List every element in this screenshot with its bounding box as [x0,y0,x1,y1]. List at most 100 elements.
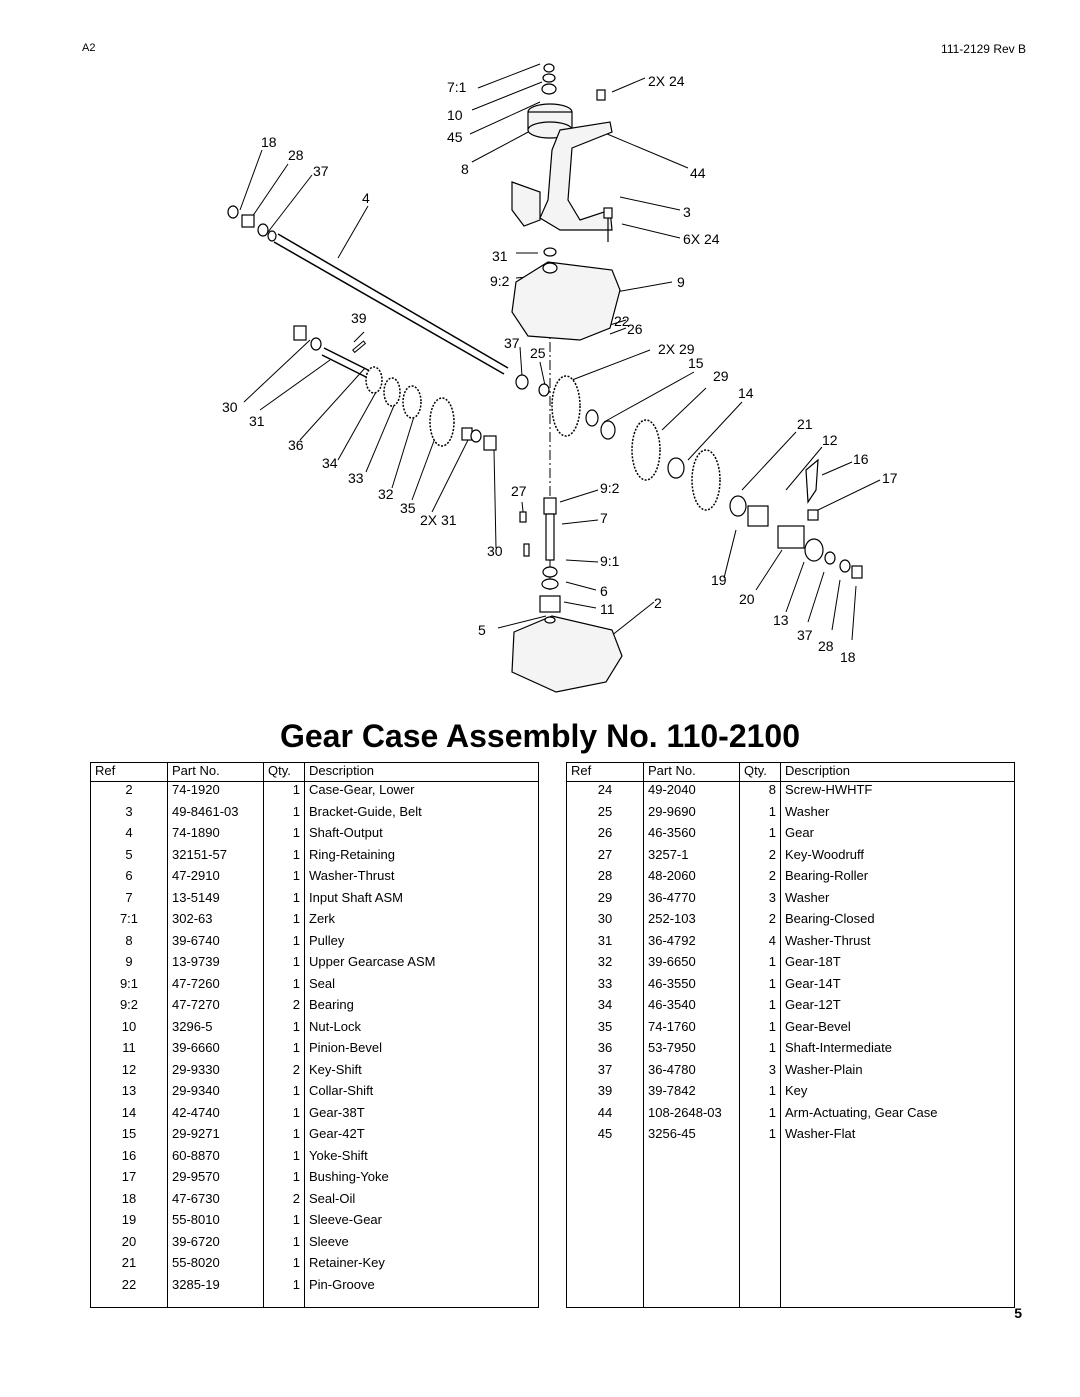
cell-ref: 9:1 [90,975,168,997]
cell-description: Gear-14T [780,975,1015,997]
cell-description: Washer-Thrust [780,932,1015,954]
cell-qty: 3 [739,889,781,911]
cell-qty: 1 [263,1040,305,1062]
cell-description: Pin-Groove [304,1276,539,1298]
cell-description: Collar-Shift [304,1083,539,1105]
cell-qty: 1 [263,1083,305,1105]
cell-part-number: 3256-45 [643,1126,740,1148]
callout-14: 14 [738,385,754,401]
cell-part-number: 39-6720 [167,1233,264,1255]
col-header-desc: Description [780,762,1015,782]
cell-qty: 1 [263,1126,305,1148]
cell-description: Seal [304,975,539,997]
cell-qty: 1 [263,846,305,868]
callout-2: 2 [654,595,662,611]
cell-qty [739,1212,781,1234]
cell-description: Bearing-Roller [780,868,1015,890]
cell-qty: 1 [263,825,305,847]
callout-33: 33 [348,470,364,486]
cell-part-number: 74-1890 [167,825,264,847]
cell-part-number: 46-3560 [643,825,740,847]
cell-description: Bearing [304,997,539,1019]
callout-6: 6 [600,583,608,599]
table-filler-row [90,1298,539,1308]
callout-24-top: 2X 24 [648,73,685,89]
cell-qty: 1 [739,803,781,825]
cell-ref: 17 [90,1169,168,1191]
callout-17: 17 [882,470,898,486]
cell-qty: 1 [739,954,781,976]
cell-qty: 1 [263,868,305,890]
cell-description: Washer-Plain [780,1061,1015,1083]
callout-18-upper: 18 [261,134,277,150]
cell-qty: 1 [739,825,781,847]
cell-part-number: 39-6650 [643,954,740,976]
cell-ref: 32 [566,954,644,976]
callout-21: 21 [797,416,813,432]
cell-qty: 1 [263,1147,305,1169]
cell-part-number [643,1276,740,1298]
cell-description: Washer-Flat [780,1126,1015,1148]
cell-description: Key-Woodruff [780,846,1015,868]
cell-ref: 36 [566,1040,644,1062]
callout-29-lower: 29 [713,368,729,384]
cell-ref: 35 [566,1018,644,1040]
cell-description: Shaft-Output [304,825,539,847]
cell-part-number: 13-9739 [167,954,264,976]
cell-ref: 8 [90,932,168,954]
cell-qty [739,1255,781,1277]
cell-description: Shaft-Intermediate [780,1040,1015,1062]
cell-qty [739,1233,781,1255]
cell-description: Bracket-Guide, Belt [304,803,539,825]
table-row [566,1190,1015,1212]
cell-description: Gear-18T [780,954,1015,976]
cell-part-number: 49-8461-03 [167,803,264,825]
callout-12: 12 [822,432,838,448]
callout-31-left: 31 [249,413,265,429]
cell-part-number: 49-2040 [643,781,740,804]
cell-part-number: 108-2648-03 [643,1104,740,1126]
cell-part-number: 32151-57 [167,846,264,868]
cell-part-number: 29-9690 [643,803,740,825]
cell-ref: 33 [566,975,644,997]
callout-20: 20 [739,591,755,607]
cell-description: Screw-HWHTF [780,781,1015,804]
table-filler-row [566,1298,1015,1308]
cell-part-number: 55-8010 [167,1212,264,1234]
cell-description: Nut-Lock [304,1018,539,1040]
cell-qty: 1 [263,1169,305,1191]
cell-ref: 5 [90,846,168,868]
cell-qty: 1 [263,1233,305,1255]
cell-qty: 1 [263,1212,305,1234]
cell-qty [739,1190,781,1212]
document-number: 111-2129 Rev B [941,42,1026,56]
cell-qty: 1 [739,1104,781,1126]
callout-5: 5 [478,622,486,638]
cell-ref [566,1147,644,1169]
cell-part-number: 46-3540 [643,997,740,1019]
col-header-qty: Qty. [739,762,781,782]
cell-description: Input Shaft ASM [304,889,539,911]
cell-part-number: 74-1760 [643,1018,740,1040]
cell-part-number: 302-63 [167,911,264,933]
cell-qty [739,1276,781,1298]
cell-description: Gear-38T [304,1104,539,1126]
callout-25: 25 [530,345,546,361]
cell-part-number: 3285-19 [167,1276,264,1298]
